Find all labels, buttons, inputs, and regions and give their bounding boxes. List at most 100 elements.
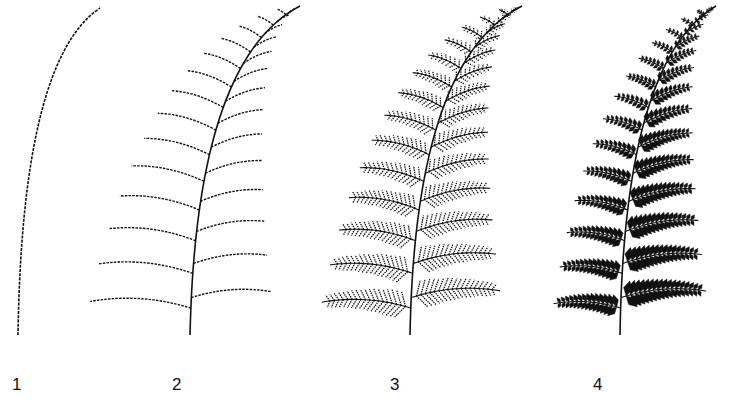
fern-leaflet: [583, 226, 586, 232]
fern-leaflet: [691, 48, 693, 52]
fern-leaflet: [612, 196, 617, 205]
fern-leaflet: [621, 98, 624, 102]
fern-leaflet: [678, 50, 681, 56]
fern-leaflet: [579, 232, 582, 238]
fern-leaflet: [711, 7, 712, 9]
fern-leaflet: [671, 190, 676, 196]
fern-leaflet: [674, 90, 679, 94]
fern-leaflet: [685, 282, 690, 289]
fern-leaflet: [596, 166, 599, 172]
fern-leaflet: [632, 102, 637, 106]
fern-leaflet: [615, 115, 618, 120]
fern-leaflet: [653, 58, 656, 63]
fern-leaflet: [572, 266, 575, 272]
fern-leaflet: [641, 82, 646, 85]
fern-leaflet: [669, 113, 674, 118]
fern-leaflet: [694, 283, 698, 289]
fern-leaflet: [701, 14, 704, 16]
fern-leaflet: [571, 232, 574, 237]
fern-leaflet: [690, 253, 694, 259]
fern-leaflet: [688, 24, 692, 26]
fern-leaflet: [684, 18, 686, 21]
fern-leaflet: [683, 54, 687, 57]
fern-pinna: [194, 254, 268, 264]
fern-leaflet: [570, 228, 573, 233]
fern-pinna: [218, 110, 263, 124]
fern-leaflet: [687, 53, 690, 56]
fern-pinna: [211, 134, 262, 147]
fern-leaflet: [622, 93, 625, 98]
fern-pinnules: [326, 7, 518, 318]
fern-leaflet: [590, 201, 594, 206]
fern-leaflet: [578, 196, 581, 200]
fern-leaflet: [657, 60, 660, 66]
fern-pinna: [158, 113, 216, 130]
fern-pinna: [234, 68, 268, 81]
fern-leaflet: [654, 44, 656, 46]
fern-leaflet: [660, 47, 664, 49]
fern-leaflet: [672, 105, 676, 111]
fern-leaflet: [657, 45, 660, 47]
fern-leaflet: [660, 87, 664, 95]
fern-pinna: [191, 289, 270, 297]
fern-leaflet: [604, 226, 609, 235]
fern-leaflet: [587, 195, 590, 201]
fern-leaflet: [635, 79, 639, 82]
fern-leaflet: [579, 200, 582, 204]
fern-leaflet: [698, 26, 701, 28]
fern-leaflet: [676, 30, 678, 34]
fern-leaflet: [678, 134, 682, 139]
fern-leaflet: [685, 22, 688, 24]
fern-pinna: [197, 221, 265, 232]
figure-number: 3: [390, 376, 399, 393]
fern-leaflet: [557, 298, 561, 303]
fern-leaflet: [689, 68, 692, 71]
fern-pinna: [675, 36, 699, 47]
fern-leaflet: [678, 84, 681, 90]
fern-leaflet: [572, 260, 576, 266]
fern-leaflet: [594, 202, 599, 208]
fern-leaflet: [689, 184, 692, 189]
figure-number: 4: [593, 376, 602, 393]
fern-pinna: [205, 161, 262, 174]
fern-leaflet: [679, 160, 683, 165]
fern-leaflet: [671, 32, 674, 34]
fern-leaflet: [683, 88, 687, 92]
fern-leaflet: [584, 266, 589, 273]
fern-leaflet: [595, 172, 599, 177]
fern-leaflet: [673, 29, 675, 33]
fern-leaflet: [674, 34, 678, 36]
fern-pinna: [277, 15, 289, 22]
fern-leaflet: [694, 254, 697, 260]
fern-leaflet: [669, 129, 673, 136]
fern-leaflet: [682, 134, 685, 139]
fern-leaflet: [673, 111, 678, 116]
fern-leaflet: [610, 120, 613, 124]
fern-leaflet: [633, 73, 635, 77]
fern-leaflet: [662, 42, 664, 46]
fern-leaflet: [652, 156, 657, 166]
fern-leaflet: [681, 253, 685, 260]
fern-leaflet: [617, 197, 623, 207]
fern-leaflet: [701, 10, 702, 13]
fern-leaflet: [659, 41, 661, 45]
fern-leaflet: [561, 297, 565, 302]
fern-leaflet: [670, 53, 674, 60]
fern-leaflet: [685, 253, 689, 260]
fern-leaflet: [625, 170, 631, 180]
fern-leaflet: [644, 76, 647, 82]
fern-leaflet: [694, 28, 697, 30]
fern-leaflet: [644, 112, 650, 122]
fern-leaflet: [570, 302, 574, 309]
fern-leaflet: [622, 142, 626, 150]
fern-leaflet: [563, 262, 566, 267]
fern-leaflet: [579, 226, 582, 232]
fern-leaflet: [684, 189, 687, 195]
fern-leaflet: [627, 94, 630, 99]
fern-leaflet: [660, 129, 665, 137]
fern-leaflet: [582, 294, 587, 302]
fern-leaflet: [565, 296, 569, 302]
fern-leaflet: [677, 37, 681, 39]
fern-leaflet: [683, 20, 685, 22]
fern-leaflet: [700, 18, 703, 20]
